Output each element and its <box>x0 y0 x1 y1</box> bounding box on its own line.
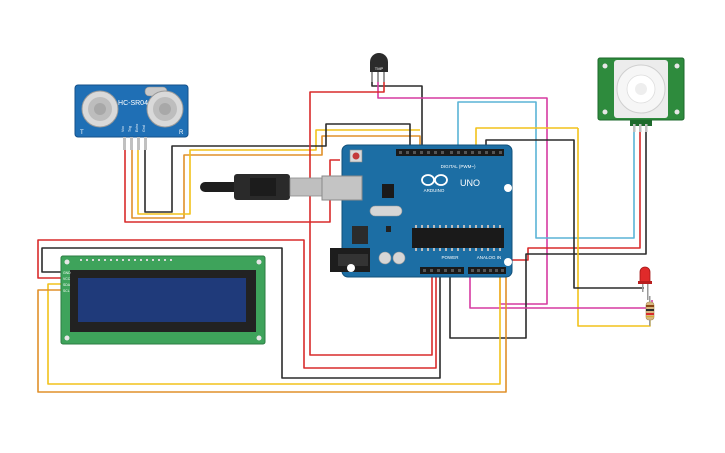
arduino-power-header[interactable] <box>420 267 464 274</box>
wire-lcd-scl <box>37 275 507 393</box>
wires <box>37 82 653 393</box>
ultrasonic-pin-gnd-label: Gnd <box>142 125 146 132</box>
wire-lcd-gnd <box>41 247 441 379</box>
arduino-digital-header-label: DIGITAL (PWM~) <box>441 164 476 169</box>
arduino-uno-board[interactable]: DIGITAL (PWM~) ARDUINO UNO PO <box>321 144 513 278</box>
arduino-model-text: UNO <box>460 178 480 188</box>
wire-pir-out <box>457 101 635 239</box>
temp-sensor-label: TMP <box>375 66 384 71</box>
lcd-pin-sda-label: SDA <box>63 283 71 287</box>
wire-tmp-gnd <box>309 82 433 356</box>
ultrasonic-model-label: HC-SR04 <box>118 100 148 107</box>
lcd-pin-gnd-label: GND <box>63 271 71 275</box>
wire-ultrasonic-vcc <box>124 150 340 223</box>
wire-ultrasonic-gnd <box>144 123 411 213</box>
pir-sensor[interactable] <box>597 57 685 132</box>
arduino-microcontroller <box>412 228 504 248</box>
lcd-display[interactable]: GND VCC SDA SCL <box>60 255 266 345</box>
wire-ultrasonic-echo <box>137 129 420 215</box>
arduino-usb-port[interactable] <box>321 175 363 201</box>
wire-led-magenta <box>469 275 653 309</box>
arduino-capacitor <box>392 251 406 265</box>
wire-lcd-sda <box>47 275 501 385</box>
ultrasonic-pin-vcc-label: Vcc <box>121 126 125 132</box>
arduino-capacitor <box>378 251 392 265</box>
ultrasonic-pin[interactable] <box>130 137 133 150</box>
ultrasonic-sensor[interactable]: HC-SR04 T R Vcc Trig Echo Gnd <box>74 84 189 150</box>
arduino-analog-label: ANALOG IN <box>477 255 502 260</box>
pir-pin[interactable] <box>639 124 642 132</box>
arduino-logo-text: ARDUINO <box>424 188 445 193</box>
usb-cable <box>200 174 323 200</box>
pir-pin[interactable] <box>633 124 636 132</box>
ultrasonic-corner-right: R <box>179 130 184 136</box>
arduino-power-label: POWER <box>441 255 459 260</box>
ultrasonic-pin-echo-label: Echo <box>135 124 139 132</box>
ultrasonic-pin[interactable] <box>144 137 147 150</box>
temperature-sensor[interactable]: TMP <box>370 53 388 82</box>
wire-lcd-vcc <box>37 239 437 369</box>
pir-pin[interactable] <box>645 124 648 132</box>
wire-ultrasonic-trig <box>131 135 421 219</box>
ultrasonic-corner-left: T <box>80 130 84 136</box>
lcd-screen <box>78 278 246 322</box>
ultrasonic-pin[interactable] <box>123 137 126 150</box>
wire-pir-gnd <box>449 130 647 339</box>
arduino-analog-header[interactable] <box>468 267 506 274</box>
arduino-logo-icon <box>421 174 448 186</box>
lcd-pin-vcc-label: VCC <box>63 277 71 281</box>
ultrasonic-pin[interactable] <box>137 137 140 150</box>
wire-tmp-power <box>371 82 423 155</box>
led[interactable] <box>638 266 652 300</box>
resistor[interactable] <box>645 296 655 326</box>
ultrasonic-pin-trig-label: Trig <box>128 126 132 132</box>
lcd-pin-scl-label: SCL <box>63 289 70 293</box>
